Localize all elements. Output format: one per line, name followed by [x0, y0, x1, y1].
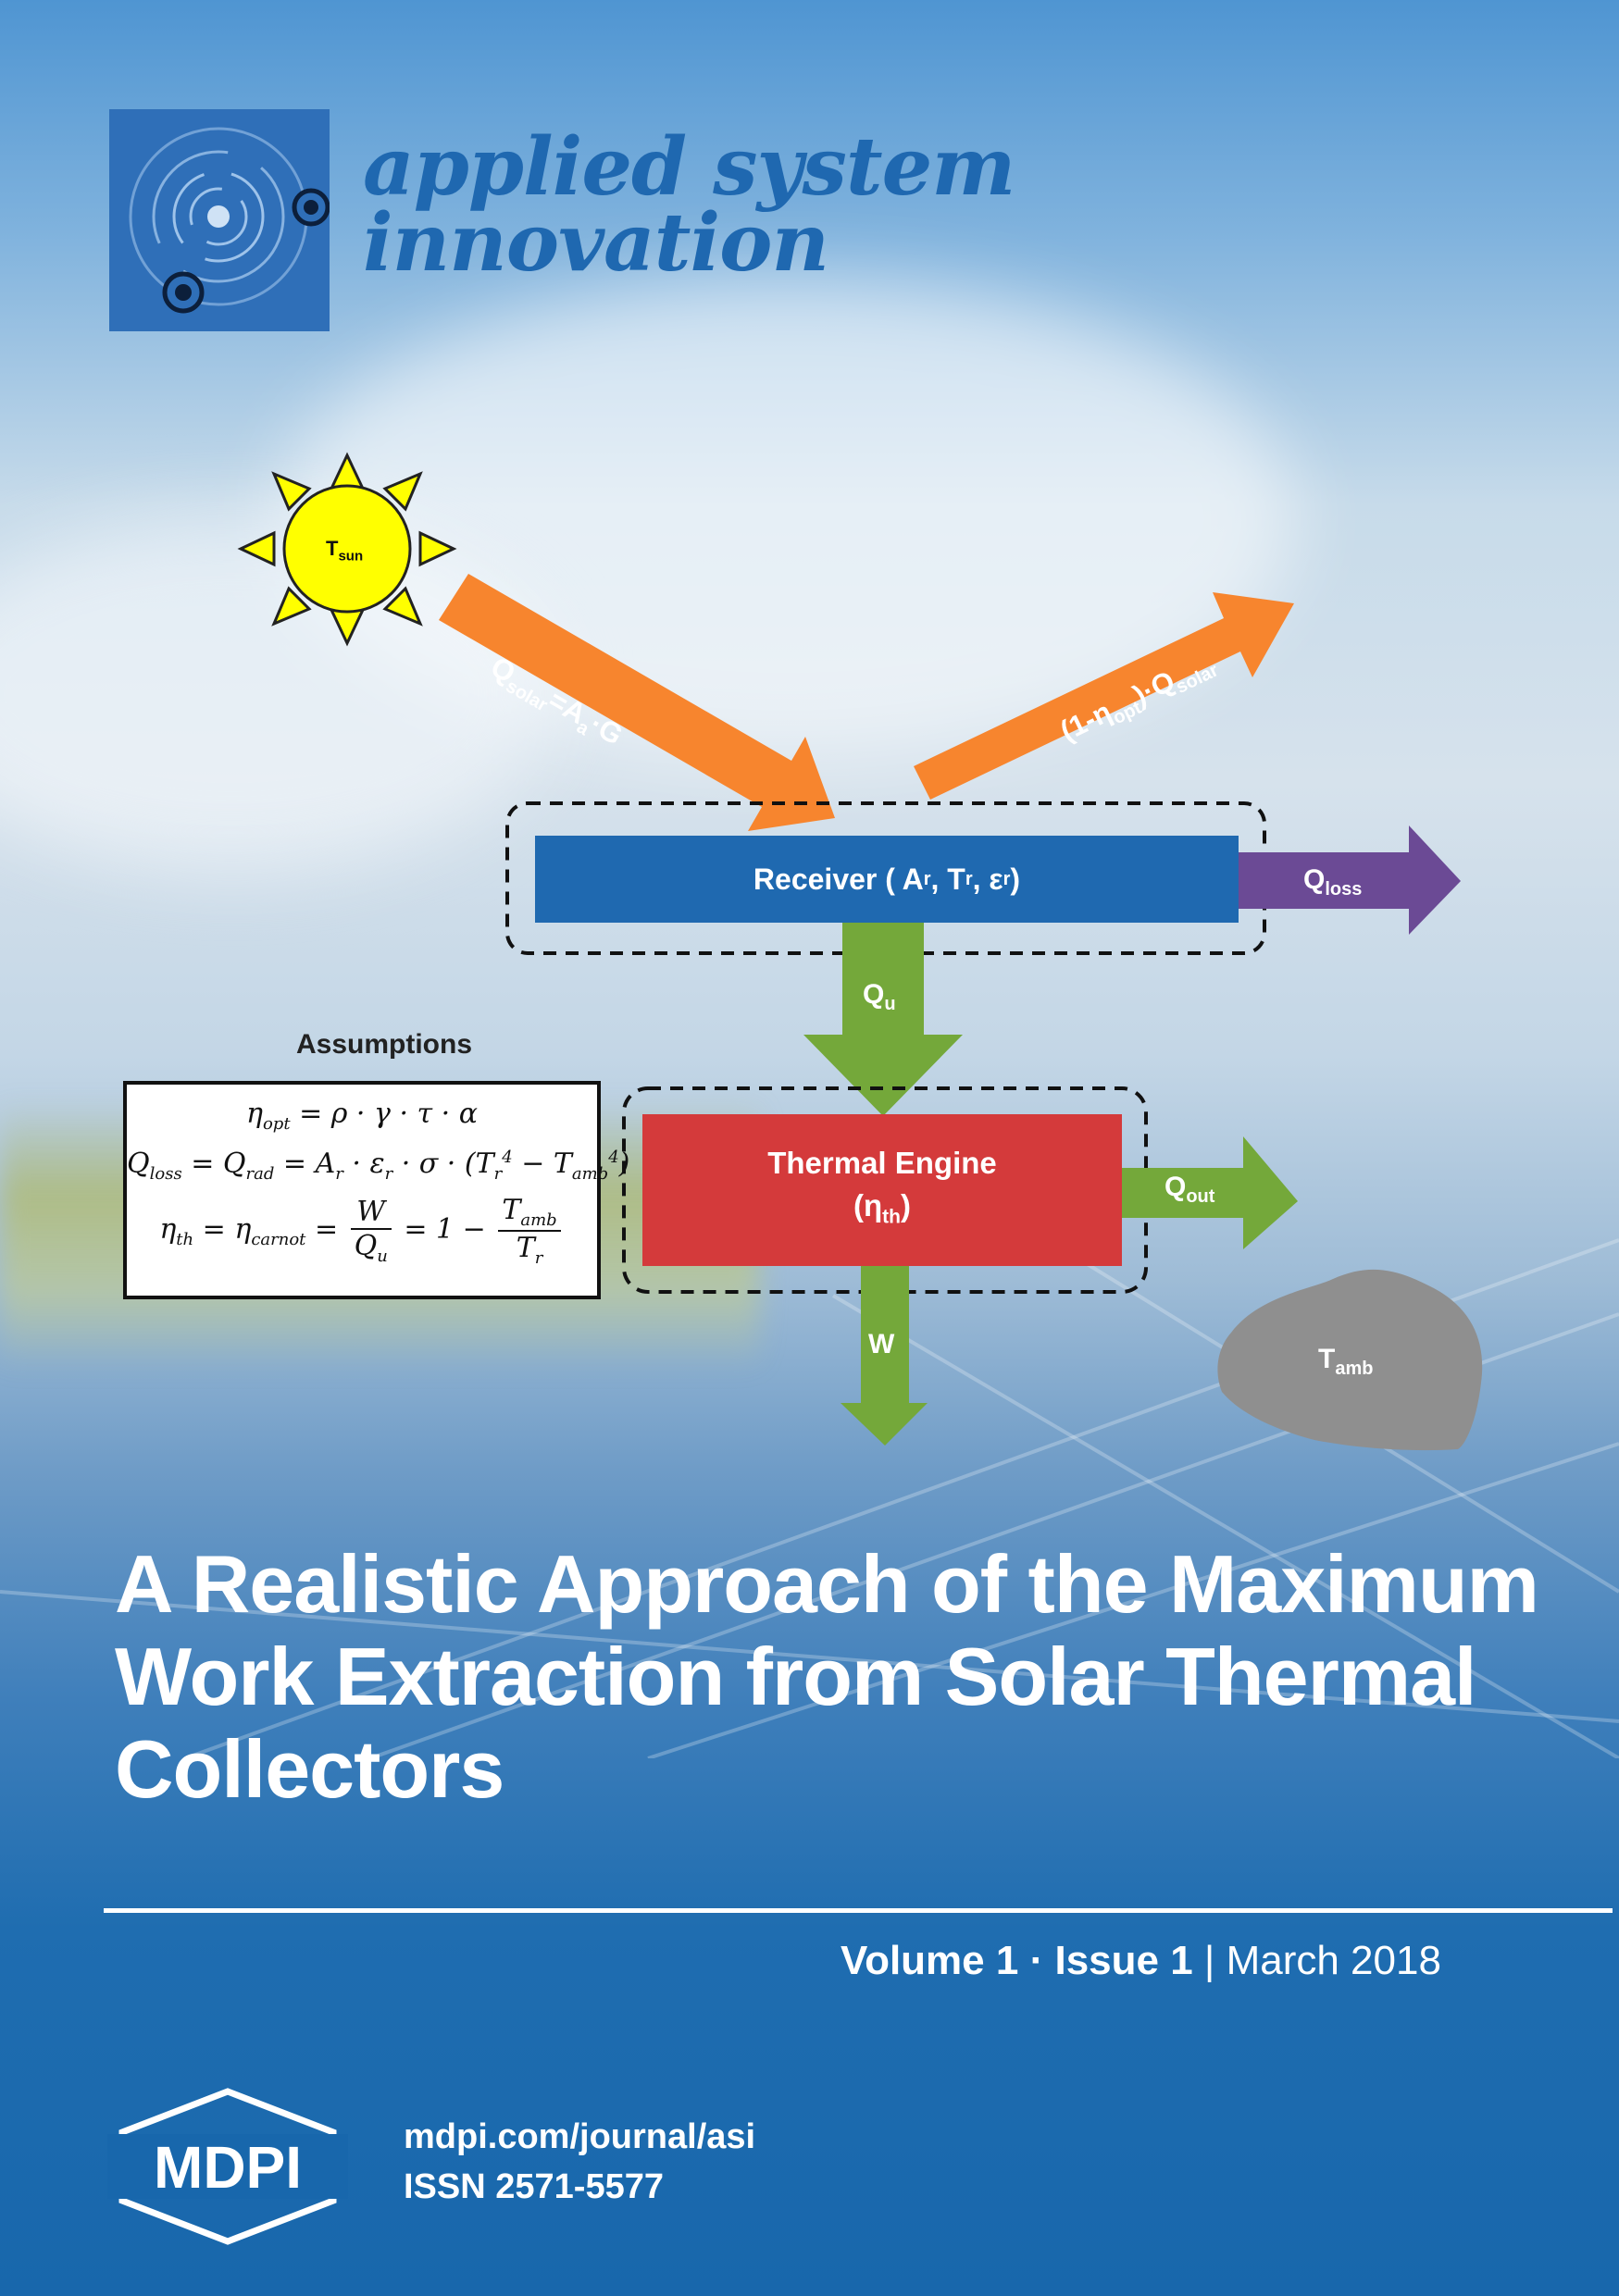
article-title-line1: A Realistic Approach of the Maximum [115, 1538, 1539, 1630]
journal-name-line2: innovation [363, 196, 829, 290]
engine-efficiency: (ηth) [853, 1187, 911, 1228]
journal-logo [109, 109, 330, 331]
equation-optical-efficiency: ηopt = ρ · γ · τ · α [245, 1098, 479, 1134]
ambient-temperature-label: Tamb [1318, 1344, 1374, 1379]
engine-title: Thermal Engine [767, 1145, 997, 1180]
article-title: A Realistic Approach of the Maximum Work… [115, 1538, 1559, 1816]
ambient-rock [1217, 1269, 1483, 1451]
reflected-arrow [914, 592, 1294, 800]
loss-arrow [1239, 825, 1461, 935]
solar-collector-diagram [237, 452, 1483, 1451]
useful-heat-label: Qu [863, 979, 896, 1014]
heat-out-label: Qout [1164, 1172, 1215, 1207]
work-label: W [868, 1329, 895, 1359]
svg-text:MDPI: MDPI [154, 2134, 302, 2201]
thermal-engine-box [642, 1114, 1122, 1266]
sun-icon [237, 452, 457, 647]
loss-label: Qloss [1303, 864, 1363, 900]
sun-temperature-label: Tsun [326, 537, 364, 565]
heat-out-arrow [1122, 1136, 1298, 1249]
receiver-bar [535, 836, 1239, 923]
issue-label: Issue 1 [1054, 1938, 1193, 1983]
thermal-engine-label: Thermal Engine (ηth) [642, 1114, 1122, 1266]
issue-date: March 2018 [1226, 1938, 1441, 1983]
work-arrow [841, 1266, 928, 1446]
sky-haze-left [0, 518, 555, 870]
volume-label: Volume 1 [841, 1938, 1019, 1983]
journal-issn: ISSN 2571-5577 [404, 2167, 664, 2206]
article-title-line2: Work Extraction from Solar Thermal [115, 1631, 1477, 1722]
issue-info: Volume 1 · Issue 1 | March 2018 [841, 1938, 1441, 1984]
issue-bar: | [1192, 1938, 1227, 1983]
title-divider [104, 1908, 1613, 1913]
journal-name-line1: applied system [363, 120, 1015, 214]
mdpi-logo: MDPI [106, 2088, 350, 2250]
assumptions-title: Assumptions [296, 1029, 473, 1060]
article-title-line3: Collectors [115, 1723, 504, 1815]
journal-name: applied system innovation [363, 120, 1015, 290]
assumptions-equations: ηopt = ρ · γ · τ · α Qloss = Qrad = Ar ·… [123, 1081, 629, 1299]
solar-in-arrow [439, 574, 835, 831]
issue-separator: · [1018, 1938, 1055, 1983]
equation-heat-loss: Qloss = Qrad = Ar · εr · σ · (Tr4 − Tamb… [127, 1148, 629, 1184]
useful-heat-arrow [803, 923, 963, 1116]
journal-url[interactable]: mdpi.com/journal/asi [404, 2117, 756, 2156]
